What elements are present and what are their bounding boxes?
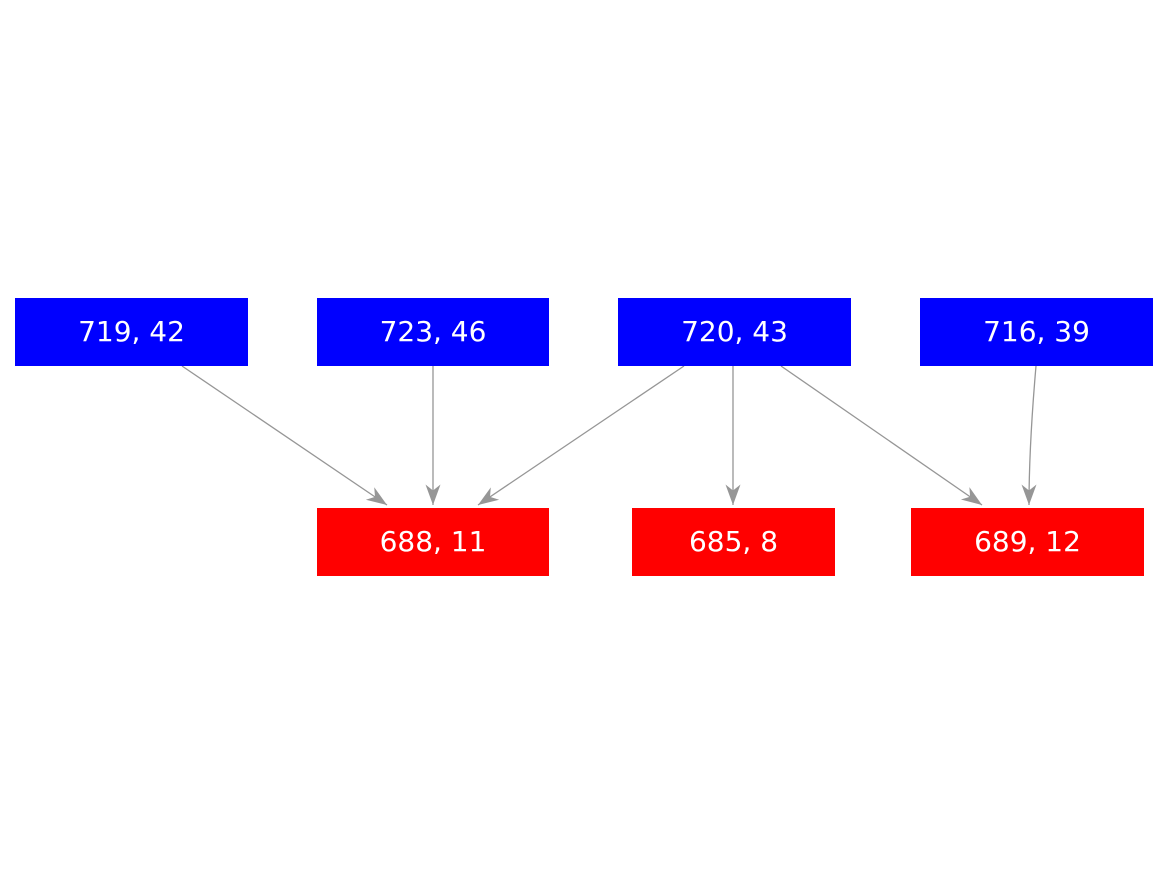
node-689-12: 689, 12 (911, 508, 1144, 576)
node-label: 720, 43 (681, 315, 788, 348)
node-label: 689, 12 (974, 525, 1081, 558)
edge-720-43-to-689-12 (780, 365, 983, 506)
node-685-8: 685, 8 (632, 508, 835, 576)
node-label: 688, 11 (379, 525, 487, 558)
node-688-11: 688, 11 (317, 508, 549, 576)
node-723-46: 723, 46 (317, 298, 549, 366)
node-720-43: 720, 43 (618, 298, 851, 366)
node-label: 723, 46 (379, 315, 487, 348)
node-719-42: 719, 42 (15, 298, 248, 366)
edge-716-39-to-689-12 (1021, 365, 1037, 506)
edge-719-42-to-688-11 (181, 365, 388, 506)
edge-720-43-to-688-11 (477, 365, 685, 506)
node-label: 685, 8 (688, 525, 779, 558)
node-label: 719, 42 (78, 315, 185, 348)
node-716-39: 716, 39 (920, 298, 1153, 366)
node-label: 716, 39 (983, 315, 1090, 348)
